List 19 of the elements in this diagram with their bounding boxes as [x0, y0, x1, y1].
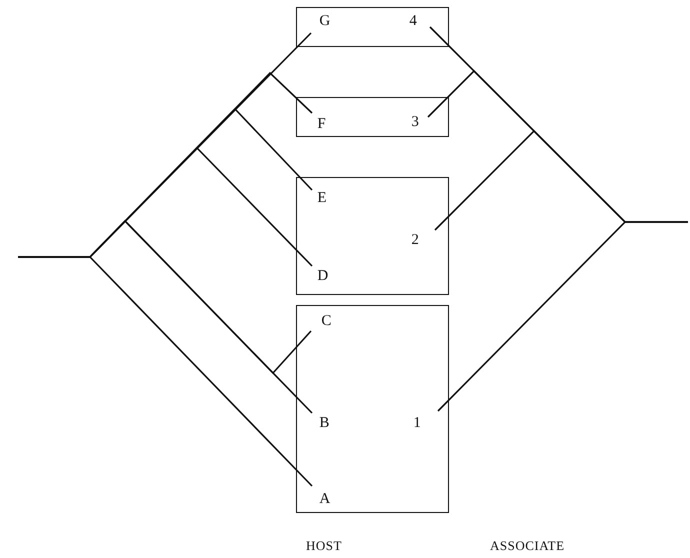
node-label: 3	[411, 113, 419, 132]
node-label: 1	[413, 414, 421, 432]
rectangle-frame	[296, 305, 449, 513]
node-label: D	[317, 267, 328, 286]
node-label: G	[319, 12, 330, 30]
rectangle-frame	[296, 177, 449, 295]
branch-line	[437, 221, 688, 412]
node-label: F	[317, 115, 326, 134]
column-heading: HOST	[306, 538, 342, 554]
branch-line	[18, 256, 313, 487]
node-label: 2	[411, 231, 419, 250]
node-label: B	[319, 414, 330, 432]
node-label: A	[319, 490, 330, 508]
node-label: 4	[409, 12, 417, 30]
rectangle-frame	[296, 97, 449, 137]
column-heading: ASSOCIATE	[490, 538, 565, 554]
node-label: C	[321, 312, 332, 330]
node-label: E	[317, 189, 327, 208]
rectangle-frame	[296, 7, 449, 47]
